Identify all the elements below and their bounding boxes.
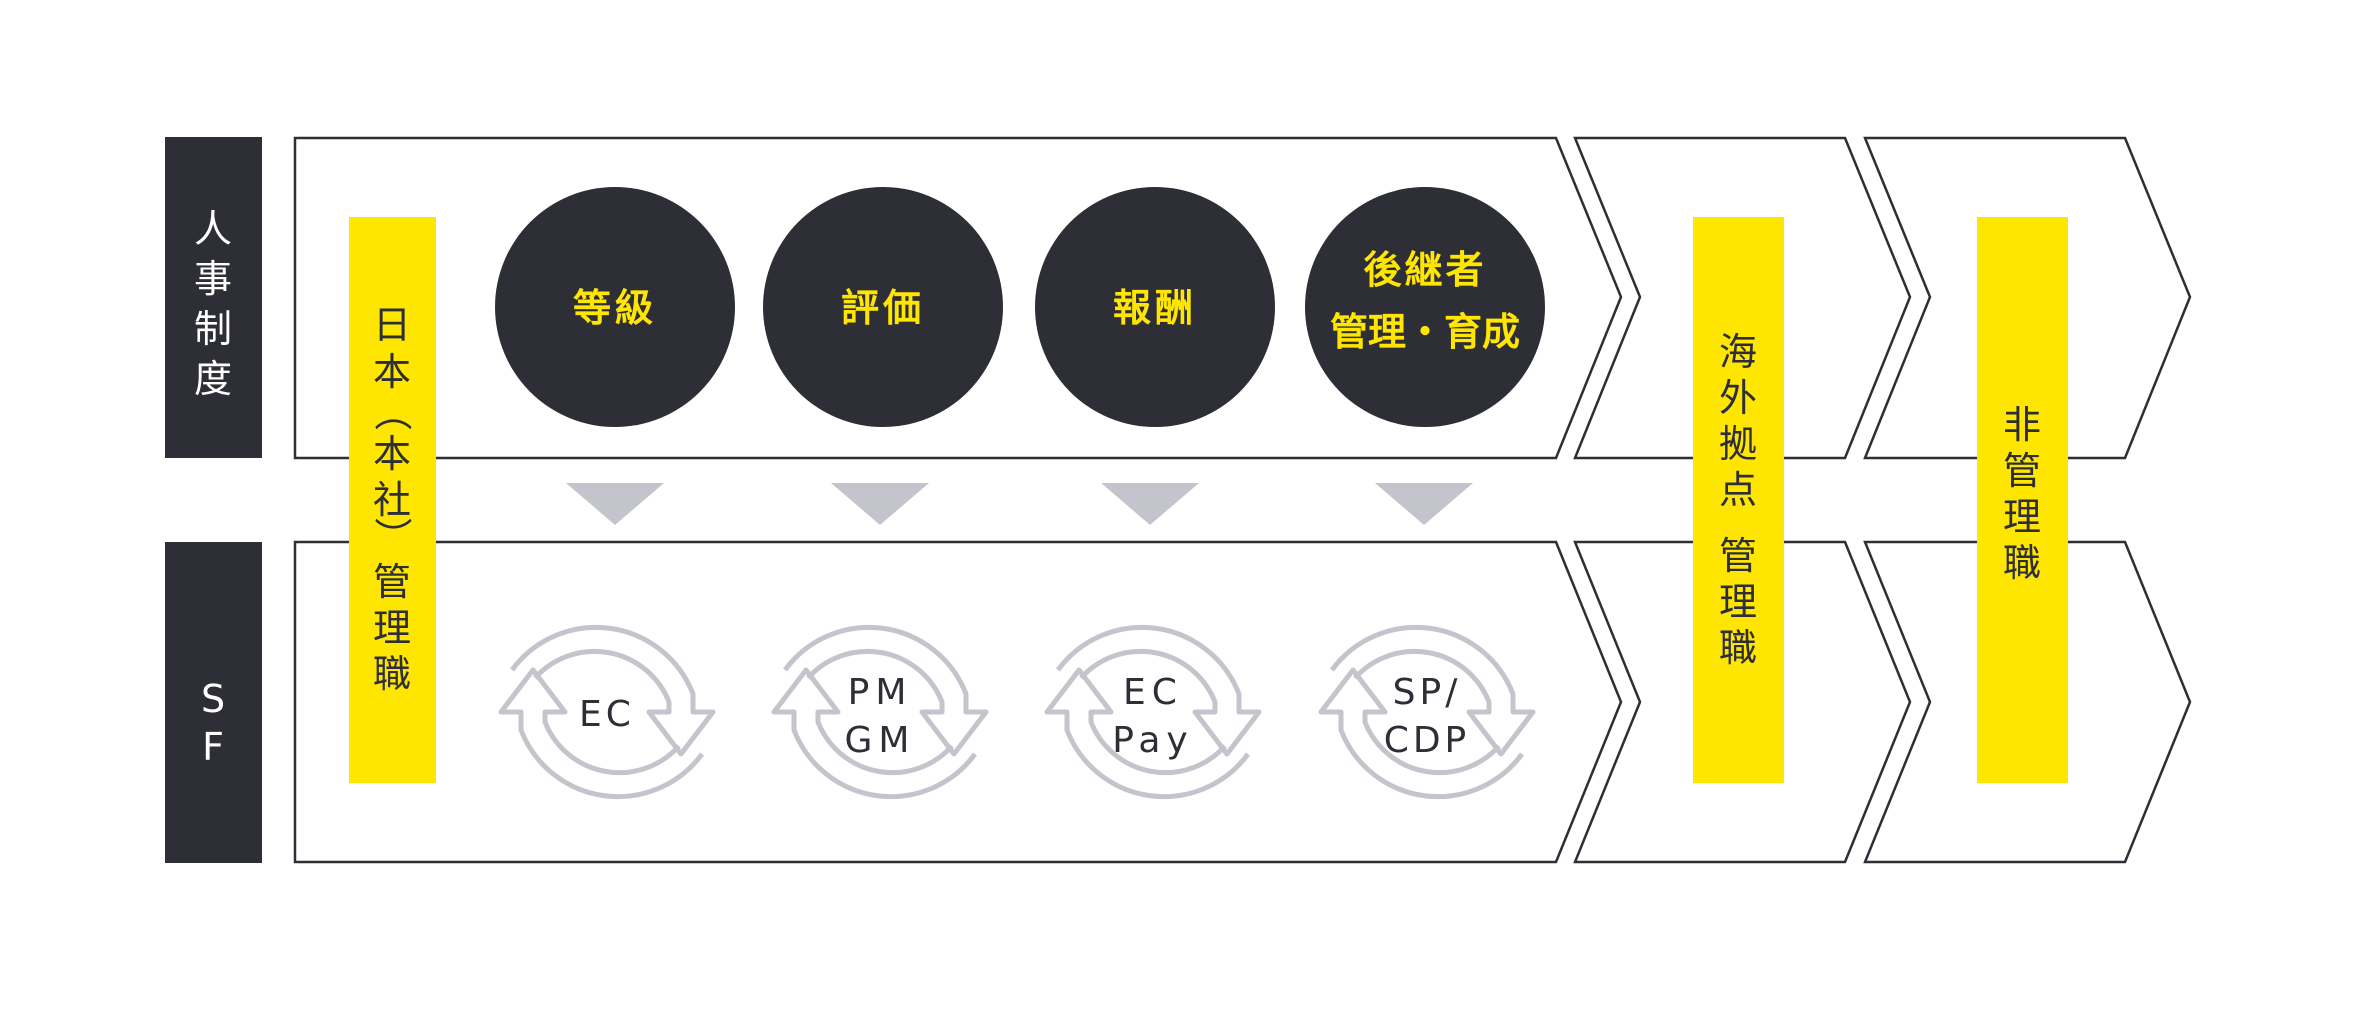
down-triangle-icon	[1101, 483, 1199, 525]
japan-manager-char: ）	[370, 517, 414, 555]
row-label-sf: S F	[201, 677, 225, 769]
row-label-sf-bar	[165, 542, 262, 863]
japan-manager-char: 職	[373, 652, 411, 696]
hr-circle-label: 後継者	[1363, 248, 1486, 292]
japan-manager-char: 理	[373, 606, 411, 650]
sf-module-label: PM	[848, 672, 913, 713]
sf-module-ec: EC	[501, 627, 713, 796]
japan-manager-char: （	[370, 393, 414, 431]
japan-manager-label: 日 本 （ 本 社 ） 管 理 職	[370, 303, 414, 696]
row-label-hr-char: 事	[194, 257, 232, 301]
row-label-sf-char: S	[201, 677, 225, 721]
sf-module-ec-pay: EC Pay	[1047, 627, 1259, 796]
hr-circle-evaluation: 評価	[763, 187, 1003, 427]
hr-circle-bg	[1035, 187, 1275, 427]
row-label-hr-bar	[165, 137, 262, 458]
non-manager-char: 理	[2003, 495, 2041, 539]
japan-manager-char: 本	[373, 350, 411, 394]
hr-circle-label: 等級	[573, 286, 657, 330]
hr-circle-label: 評価	[841, 286, 925, 330]
overseas-manager-char: 点	[1719, 468, 1757, 512]
hr-circle-succession: 後継者 管理・育成	[1305, 187, 1545, 427]
hr-circle-bg	[763, 187, 1003, 427]
sf-module-sp-cdp: SP/ CDP	[1321, 627, 1533, 796]
overseas-manager-bar	[1693, 217, 1784, 783]
japan-manager-char: 本	[373, 432, 411, 476]
overseas-manager-char: 外	[1719, 376, 1757, 420]
sf-main-chevron	[293, 540, 1623, 864]
hr-circle-label: 管理・育成	[1330, 310, 1520, 354]
overseas-manager-char: 職	[1719, 626, 1757, 670]
japan-manager-char: 管	[373, 560, 411, 604]
non-manager-label: 非 管 理 職	[2003, 403, 2041, 585]
japan-manager-char: 日	[373, 303, 411, 347]
overseas-manager-label: 海 外 拠 点 管 理 職	[1719, 330, 1757, 670]
japan-manager-bar	[349, 217, 436, 783]
row-label-sf-char: F	[202, 725, 224, 769]
row-label-hr-char: 人	[194, 207, 232, 251]
hr-overseas-chevron	[1573, 136, 1912, 460]
row-label-hr-char: 制	[194, 307, 232, 351]
hr-main-chevron	[293, 136, 1623, 460]
hr-circle-bg	[495, 187, 735, 427]
hr-circle-bg	[1305, 187, 1545, 427]
overseas-manager-char: 理	[1719, 580, 1757, 624]
non-manager-char: 管	[2003, 449, 2041, 493]
japan-manager-char: 社	[373, 478, 411, 522]
down-triangle-icon	[831, 483, 929, 525]
row-label-hr-char: 度	[194, 357, 232, 401]
overseas-manager-char: 海	[1719, 330, 1757, 374]
down-triangle-icon	[1375, 483, 1473, 525]
row-label-hr: 人 事 制 度	[194, 207, 232, 401]
non-manager-bar	[1977, 217, 2068, 783]
sf-module-label: GM	[845, 720, 916, 761]
hr-circle-label: 報酬	[1113, 286, 1197, 330]
hr-nonmanager-chevron	[1863, 136, 2192, 460]
sf-overseas-chevron	[1573, 540, 1912, 864]
down-triangle-icon	[566, 483, 664, 525]
sf-nonmanager-chevron	[1863, 540, 2192, 864]
sf-module-label: EC	[579, 694, 635, 735]
sf-module-label: SP/	[1393, 672, 1462, 713]
sf-module-label: Pay	[1112, 720, 1193, 761]
non-manager-char: 非	[2003, 403, 2041, 447]
overseas-manager-char: 管	[1719, 534, 1757, 578]
hr-circle-compensation: 報酬	[1035, 187, 1275, 427]
non-manager-char: 職	[2003, 541, 2041, 585]
sf-module-label: EC	[1123, 672, 1183, 713]
hr-circle-grade: 等級	[495, 187, 735, 427]
sf-module-pm-gm: PM GM	[774, 627, 986, 796]
sf-module-label: CDP	[1384, 720, 1471, 761]
overseas-manager-char: 拠	[1719, 422, 1757, 466]
